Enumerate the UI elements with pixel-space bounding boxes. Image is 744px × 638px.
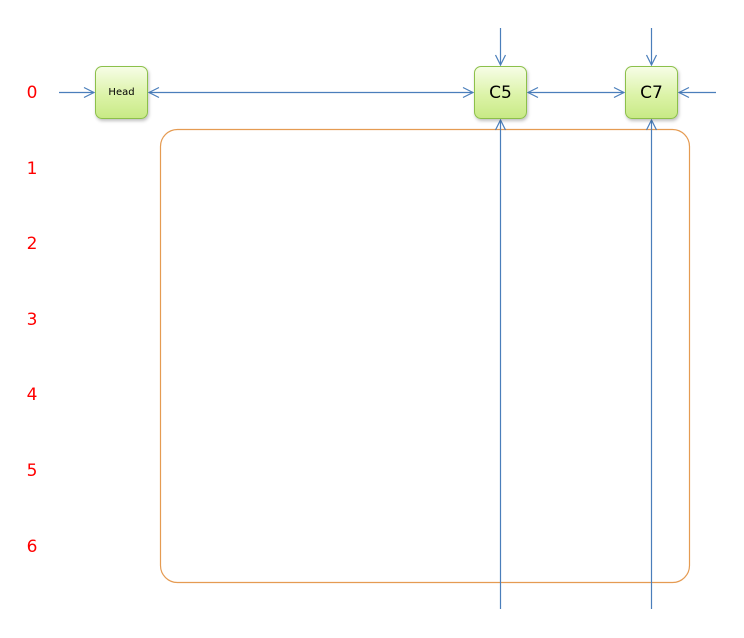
row-label-4: 4 [26, 385, 38, 405]
c7-node: C7 [625, 66, 678, 119]
row-label-1: 1 [26, 159, 38, 179]
row-label-5: 5 [26, 461, 38, 481]
c5-node: C5 [474, 66, 527, 119]
row-label-3: 3 [26, 310, 38, 330]
matrix-frame [159, 128, 691, 584]
row-label-6: 6 [26, 537, 38, 557]
row-label-2: 2 [26, 234, 38, 254]
row-label-0: 0 [26, 83, 38, 103]
head-node: Head [95, 66, 148, 119]
